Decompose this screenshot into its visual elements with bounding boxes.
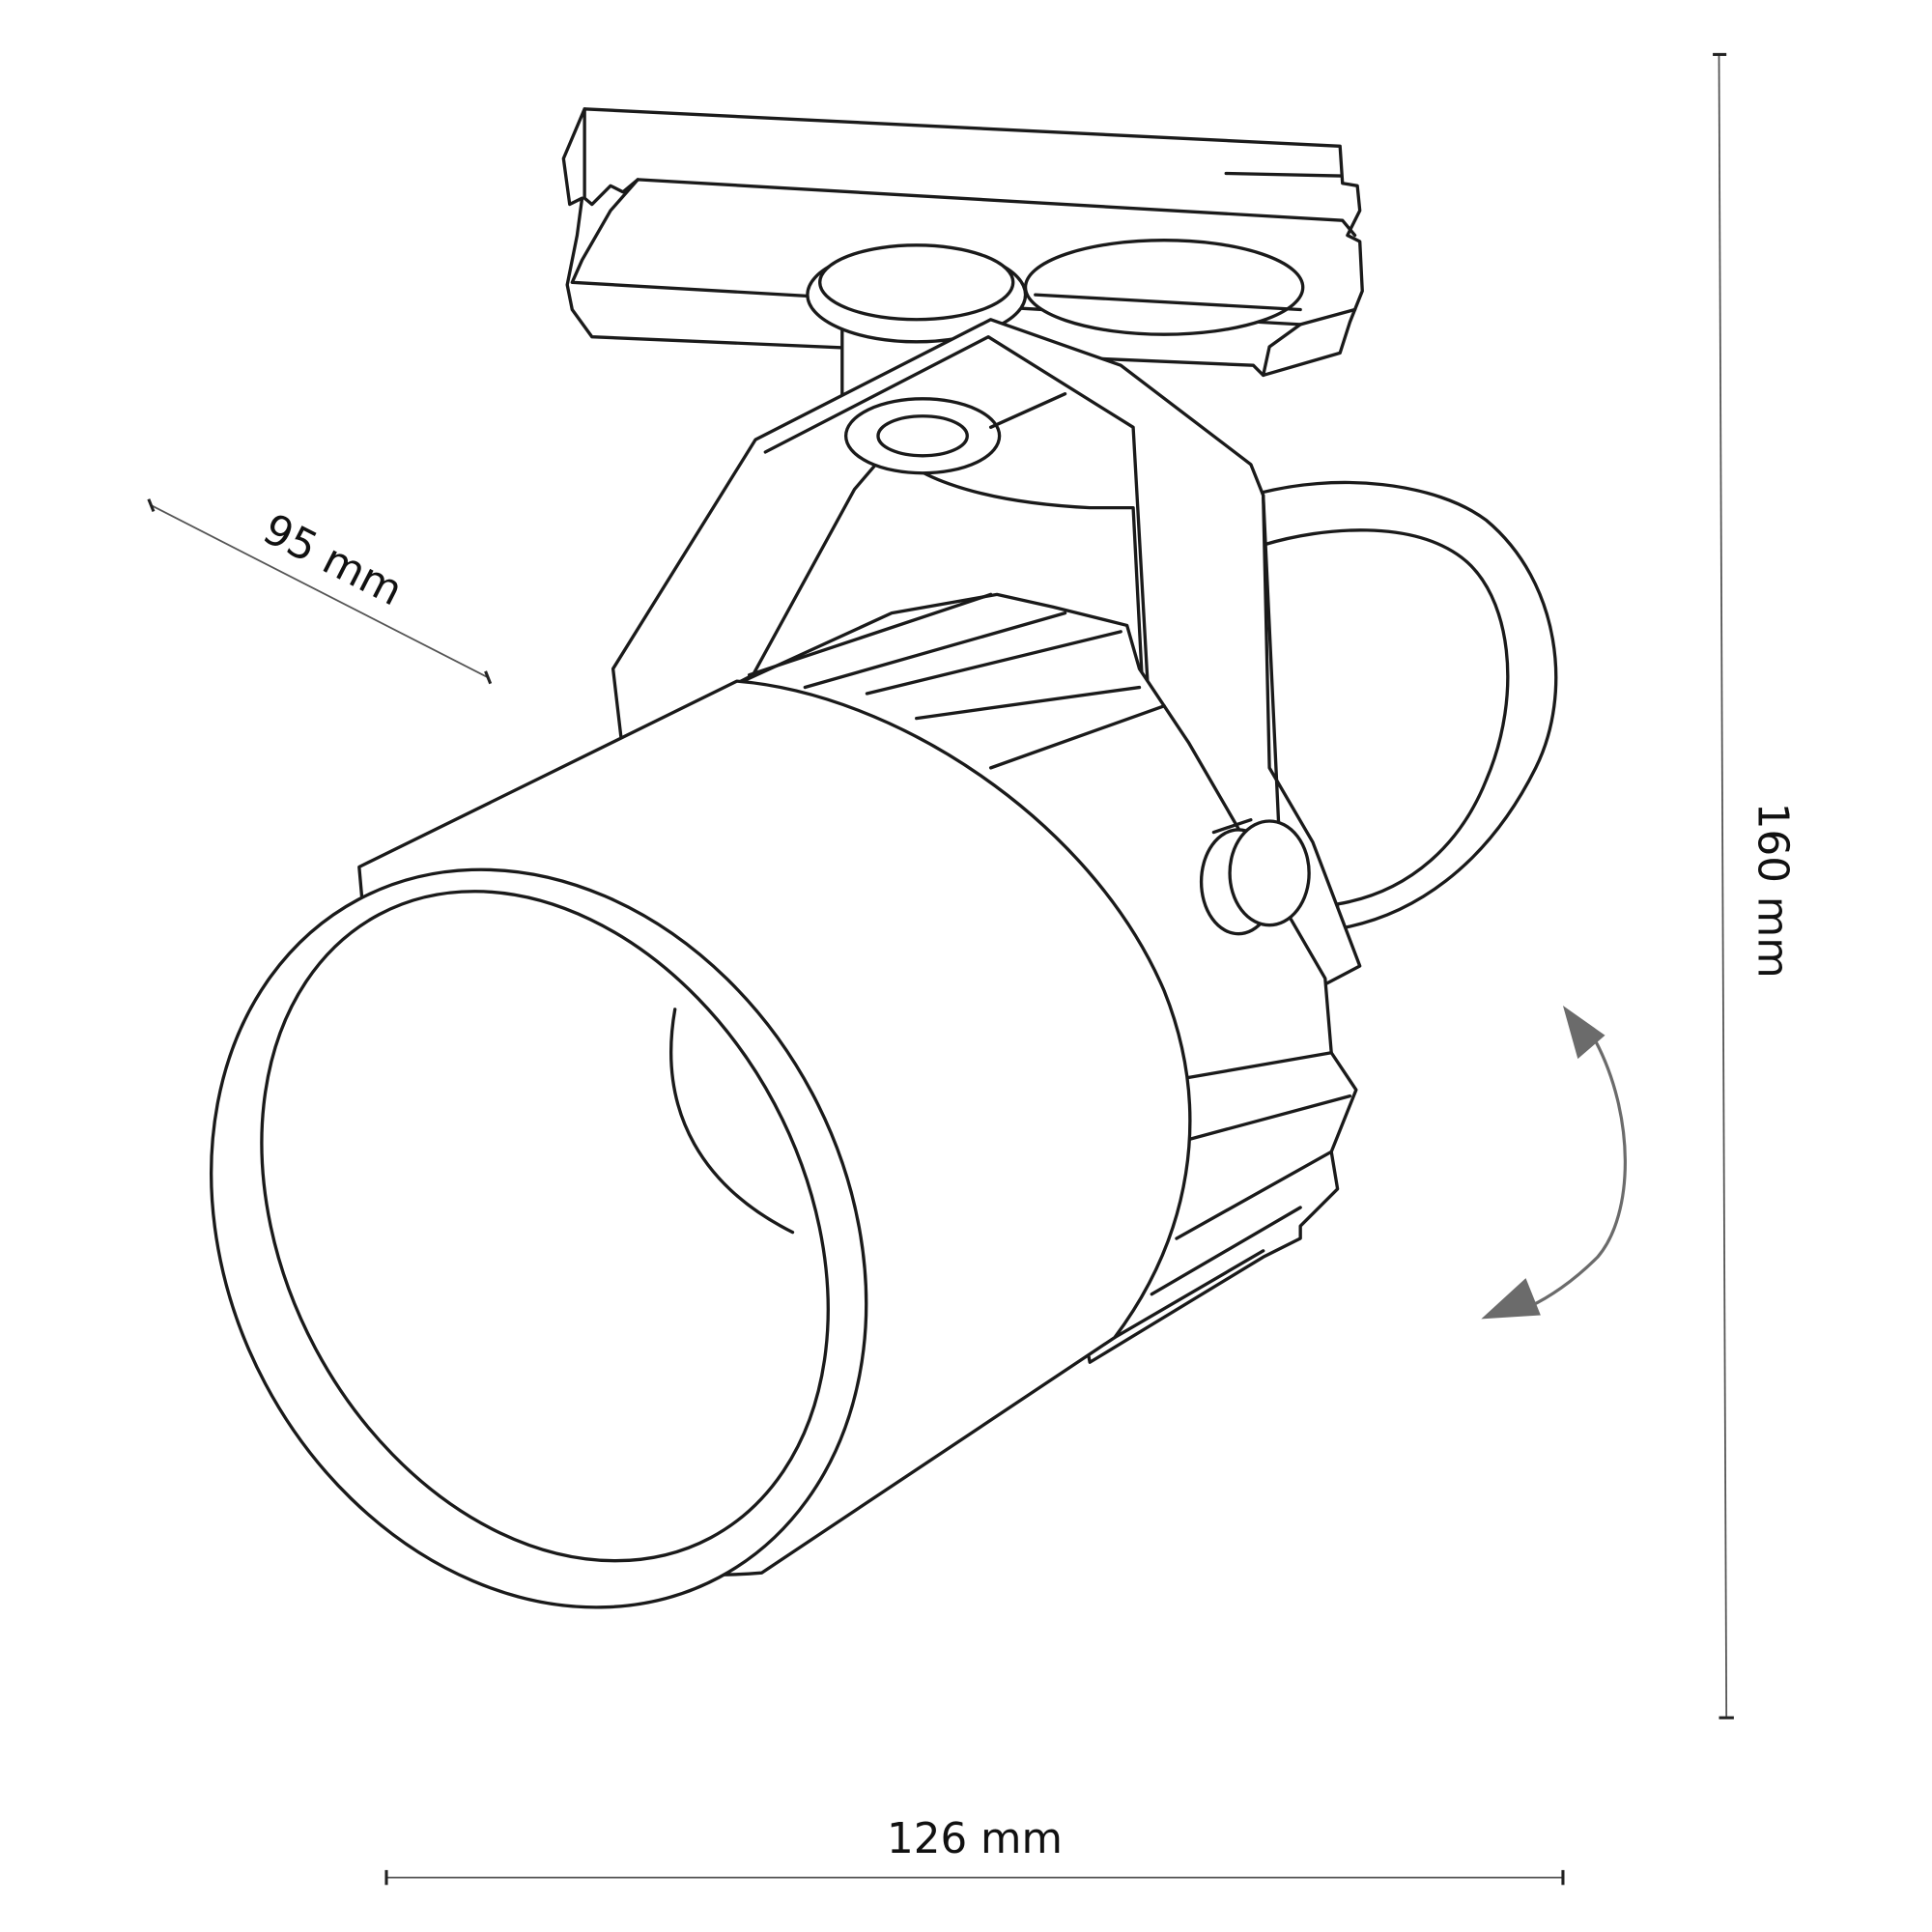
width-dimension: 126 mm bbox=[384, 1815, 1565, 1886]
lamp-body bbox=[210, 679, 1192, 1609]
height-label: 160 mm bbox=[1748, 803, 1797, 979]
depth-dimension: 95 mm bbox=[147, 498, 493, 685]
height-dimension: 160 mm bbox=[1713, 52, 1797, 1719]
tilt-rotation-arrow-icon bbox=[1481, 1006, 1627, 1320]
adjustment-knob bbox=[1199, 818, 1311, 936]
width-label: 126 mm bbox=[887, 1815, 1063, 1863]
track-adapter bbox=[561, 107, 1364, 378]
depth-label: 95 mm bbox=[255, 505, 410, 616]
